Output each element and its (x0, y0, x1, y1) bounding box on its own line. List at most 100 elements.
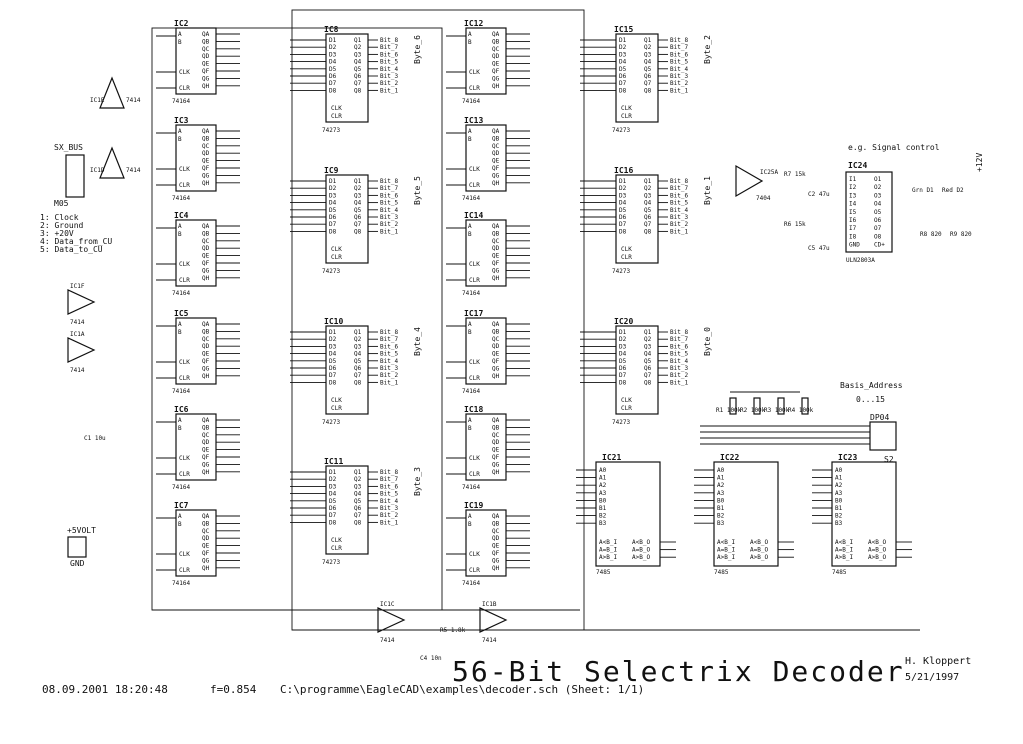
pin-label: QB (202, 424, 210, 431)
shift-register-part: 74164 (462, 388, 480, 395)
r5-label: R5 1.8k (440, 627, 466, 634)
c1-label: C1 10u (84, 435, 106, 442)
shift-register-ic5 (175, 317, 217, 385)
pin-label: I6 (849, 217, 857, 224)
pin-label: Q3 (644, 51, 652, 58)
pin-label: QA (492, 321, 500, 328)
pin-label: QA (492, 513, 500, 520)
bit-label: Bit_6 (670, 51, 688, 58)
pin-label: I8 (849, 233, 857, 240)
pin-label: CLR (331, 405, 342, 412)
pin-label: CLR (179, 277, 190, 284)
bit-label: Bit_8 (670, 37, 688, 44)
pin-label: A<B_I (835, 539, 853, 546)
pin-label: QG (202, 557, 210, 564)
pin-label: QA (202, 417, 210, 424)
shift-register-part: 74164 (172, 195, 190, 202)
pin-label: CLR (331, 545, 342, 552)
bit-label: Bit_1 (670, 228, 688, 235)
pin-label: A<B_I (599, 539, 617, 546)
pin-label: D6 (619, 365, 627, 372)
pin-label: CLR (469, 567, 480, 574)
pin-label: QG (202, 365, 210, 372)
c4-label: C4 10n (420, 655, 442, 662)
bit-label: Bit_3 (670, 214, 688, 221)
led-label: Red D2 (942, 187, 964, 194)
pin-label: CLK (469, 455, 480, 462)
pin-label: Q4 (644, 59, 652, 66)
pin-label: D7 (329, 512, 337, 519)
pin-label: D1 (619, 37, 627, 44)
pin-label: QF (202, 68, 210, 75)
bit-label: Bit_8 (380, 469, 398, 476)
pin-label: D4 (619, 351, 627, 358)
pin-label: O1 (874, 176, 882, 183)
pin-label: QF (492, 68, 500, 75)
bit-label: Bit_4 (670, 207, 688, 214)
connector-name: SX_BUS (54, 143, 83, 152)
bit-label: Bit_1 (380, 519, 398, 526)
pin-label: A (178, 417, 182, 424)
pin-label: Q7 (354, 221, 362, 228)
pin-label: D8 (329, 379, 337, 386)
pin-label: QG (202, 461, 210, 468)
pin-label: Q7 (354, 512, 362, 519)
pin-label: D8 (329, 228, 337, 235)
latch-ic20 (615, 325, 659, 415)
bit-label: Bit_3 (380, 365, 398, 372)
connector-pin-5: 5: Data_to_CU (40, 245, 103, 254)
author-name: H. Kloppert (905, 656, 971, 667)
bit-label: Bit_8 (670, 178, 688, 185)
footer-factor: f=0.854 (210, 683, 257, 696)
pin-label: QC (202, 238, 210, 245)
pin-label: Q5 (354, 498, 362, 505)
bit-label: Bit_7 (670, 336, 688, 343)
pin-label: A=B_I (717, 547, 735, 554)
pin-label: QG (492, 557, 500, 564)
pin-label: A (468, 321, 472, 328)
pin-label: A (468, 31, 472, 38)
pin-label: Q4 (644, 351, 652, 358)
inverter-ref: IC1F (70, 283, 85, 290)
shift-register-ref: IC6 (174, 405, 189, 414)
pin-label: D2 (329, 185, 337, 192)
latch-ref: IC8 (324, 25, 339, 34)
pin-label: D6 (329, 73, 337, 80)
resistor-label: R6 15k (784, 221, 806, 228)
pin-label: CLR (179, 182, 190, 189)
byte-label: Byte_1 (703, 176, 712, 205)
pin-label: CLR (179, 375, 190, 382)
pin-label: QF (202, 260, 210, 267)
capacitor-label: C5 47u (808, 245, 830, 252)
shift-register-ic4 (175, 219, 217, 287)
inverter-part: 7414 (70, 367, 85, 374)
pin-label: QH (202, 373, 210, 380)
pin-label: QF (492, 454, 500, 461)
pin-label: CLK (469, 359, 480, 366)
pin-label: Q5 (644, 66, 652, 73)
pin-label: QF (202, 358, 210, 365)
pin-label: CLR (621, 254, 632, 261)
pin-label: CLK (331, 537, 342, 544)
pin-label: D1 (619, 329, 627, 336)
byte-label: Byte_2 (703, 35, 712, 64)
pin-label: A (468, 417, 472, 424)
pin-label: Q3 (354, 51, 362, 58)
shift-register-part: 74164 (462, 98, 480, 105)
pin-label: Q7 (644, 80, 652, 87)
pin-label: Q1 (354, 37, 362, 44)
pin-label: CLK (331, 105, 342, 112)
bit-label: Bit_8 (670, 329, 688, 336)
latch-ic11 (325, 465, 369, 555)
pin-label: A1 (717, 475, 725, 482)
connector-pin-3: 3: +20V (40, 229, 74, 238)
bit-label: Bit_7 (380, 476, 398, 483)
capacitor-label: C2 47u (808, 191, 830, 198)
footer-path: C:\programme\EagleCAD\examples\decoder.s… (280, 683, 644, 696)
shift-register-ic7 (175, 509, 217, 577)
pin-label: QE (492, 351, 500, 358)
led-label: Grn D1 (912, 187, 934, 194)
bit-label: Bit_5 (380, 351, 398, 358)
pin-label: QE (202, 61, 210, 68)
bit-label: Bit_7 (670, 185, 688, 192)
